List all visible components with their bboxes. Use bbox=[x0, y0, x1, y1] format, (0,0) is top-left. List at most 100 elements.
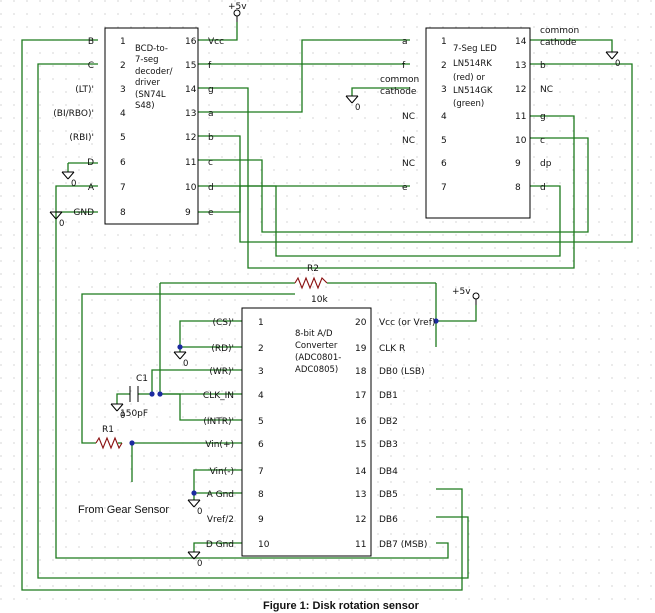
adc-pin-number: 13 bbox=[355, 490, 366, 500]
decoder-pin-number: 14 bbox=[185, 85, 197, 95]
adc-title-line: ADC0805) bbox=[295, 365, 338, 375]
adc-pin-label: (RD)' bbox=[211, 344, 234, 354]
led-pin-number: 5 bbox=[441, 136, 447, 146]
decoder-pin-number: 10 bbox=[185, 183, 197, 193]
ground-icon: 0 bbox=[187, 499, 202, 517]
adc-chip: 8-bit A/D Converter (ADC0801- ADC0805) 1… bbox=[203, 307, 435, 557]
led-pin-number: 9 bbox=[515, 159, 521, 169]
led-pin-number: 13 bbox=[515, 61, 526, 71]
adc-pin-number: 3 bbox=[258, 367, 264, 377]
common-cathode-label: cathode bbox=[380, 87, 417, 97]
adc-pin-label: DB5 bbox=[379, 490, 398, 500]
power-label-adc: +5v bbox=[452, 287, 471, 297]
decoder-title-line: 7-seg bbox=[135, 55, 159, 65]
common-cathode-label: common bbox=[540, 26, 579, 36]
led-pin-label: NC bbox=[402, 159, 415, 169]
led-pin-number: 11 bbox=[515, 112, 526, 122]
led-pin-number: 14 bbox=[515, 37, 527, 47]
led-pin-label: c bbox=[540, 136, 545, 146]
adc-pin-number: 14 bbox=[355, 467, 367, 477]
ground-icon: 0 bbox=[173, 351, 188, 369]
decoder-pin-number: 11 bbox=[185, 158, 196, 168]
decoder-pin-number: 8 bbox=[120, 208, 126, 218]
led-title-line: (green) bbox=[453, 99, 484, 109]
ground-icon: 0 bbox=[49, 211, 64, 229]
decoder-input-label: C bbox=[88, 61, 94, 71]
common-cathode-label: common bbox=[380, 75, 419, 85]
led-pin-label: f bbox=[402, 61, 406, 71]
decoder-output-label: e bbox=[208, 208, 214, 218]
junctions bbox=[129, 318, 439, 496]
decoder-output-label: c bbox=[208, 158, 213, 168]
sensor-label: From Gear Sensor bbox=[78, 504, 169, 516]
decoder-pin-number: 6 bbox=[120, 158, 126, 168]
ground-icon: 0 bbox=[110, 403, 125, 421]
decoder-output-label: Vcc bbox=[208, 37, 224, 47]
decoder-pin-number: 16 bbox=[185, 37, 197, 47]
adc-pin-number: 15 bbox=[355, 440, 366, 450]
ground-label: 0 bbox=[120, 411, 125, 421]
adc-pin-label: DB3 bbox=[379, 440, 398, 450]
decoder-input-label: (RBI)' bbox=[69, 133, 94, 143]
adc-pin-label: Vref/2 bbox=[207, 515, 234, 525]
ground-icon: 0 bbox=[605, 51, 620, 69]
ground-symbols: 0 0 0 0 0 0 0 0 bbox=[49, 51, 620, 569]
c1-value: 150pF bbox=[120, 409, 148, 419]
adc-title-line: (ADC0801- bbox=[295, 353, 341, 363]
adc-pin-label: CLK R bbox=[379, 344, 405, 354]
adc-pin-label: DB4 bbox=[379, 467, 398, 477]
decoder-input-label: GND bbox=[73, 208, 94, 218]
adc-pin-number: 18 bbox=[355, 367, 367, 377]
adc-pin-label: A Gnd bbox=[207, 490, 234, 500]
adc-pin-number: 1 bbox=[258, 318, 264, 328]
ground-icon: 0 bbox=[61, 171, 76, 189]
r2-value: 10k bbox=[311, 295, 328, 305]
adc-pin-number: 7 bbox=[258, 467, 264, 477]
led-pin-number: 1 bbox=[441, 37, 447, 47]
led-pin-number: 3 bbox=[441, 85, 447, 95]
decoder-pin-number: 7 bbox=[120, 183, 126, 193]
adc-pin-label: DB6 bbox=[379, 515, 398, 525]
decoder-input-label: (LT)' bbox=[75, 85, 94, 95]
led-title-line: (red) or bbox=[453, 73, 485, 83]
adc-pin-number: 16 bbox=[355, 417, 367, 427]
led-pin-number: 6 bbox=[441, 159, 447, 169]
led-pin-label: b bbox=[540, 61, 546, 71]
decoder-pin-number: 12 bbox=[185, 133, 196, 143]
decoder-output-label: b bbox=[208, 133, 214, 143]
resistor-r1 bbox=[95, 436, 123, 450]
adc-pin-number: 6 bbox=[258, 440, 264, 450]
adc-pin-number: 10 bbox=[258, 540, 270, 550]
adc-pin-label: (INTR)' bbox=[203, 417, 234, 427]
led-pin-number: 12 bbox=[515, 85, 526, 95]
resistor-r2 bbox=[294, 276, 328, 290]
led-pin-number: 2 bbox=[441, 61, 447, 71]
ground-label: 0 bbox=[183, 359, 188, 369]
decoder-pin-number: 3 bbox=[120, 85, 126, 95]
decoder-chip: BCD-to- 7-seg decoder/ driver (SN74L S48… bbox=[53, 27, 224, 225]
ground-label: 0 bbox=[355, 103, 360, 113]
c1-name: C1 bbox=[136, 374, 148, 384]
led-pin-label: g bbox=[540, 112, 546, 122]
adc-left-pins: 1(CS)'2(RD)'3(WR)'4CLK_IN5(INTR)'6Vin(+)… bbox=[203, 318, 270, 550]
ground-label: 0 bbox=[197, 559, 202, 569]
led-pin-label: NC bbox=[402, 112, 415, 122]
r2-name: R2 bbox=[307, 264, 319, 274]
wires bbox=[21, 22, 633, 591]
decoder-title-line: S48) bbox=[135, 101, 155, 111]
capacitor-c1 bbox=[129, 386, 139, 402]
adc-pin-number: 20 bbox=[355, 318, 367, 328]
r1-name: R1 bbox=[102, 425, 114, 435]
decoder-pin-number: 5 bbox=[120, 133, 126, 143]
adc-pin-number: 5 bbox=[258, 417, 264, 427]
led-display-chip: 7-Seg LED LN514RK (red) or LN514GK (gree… bbox=[380, 26, 579, 219]
led-pin-number: 4 bbox=[441, 112, 447, 122]
decoder-title: BCD-to- 7-seg decoder/ driver (SN74L S48… bbox=[135, 44, 173, 111]
adc-pin-number: 17 bbox=[355, 391, 366, 401]
led-pin-label: dp bbox=[540, 159, 552, 169]
decoder-pin-number: 4 bbox=[120, 109, 126, 119]
common-cathode-label: cathode bbox=[540, 38, 577, 48]
adc-pin-label: CLK_IN bbox=[203, 391, 234, 401]
